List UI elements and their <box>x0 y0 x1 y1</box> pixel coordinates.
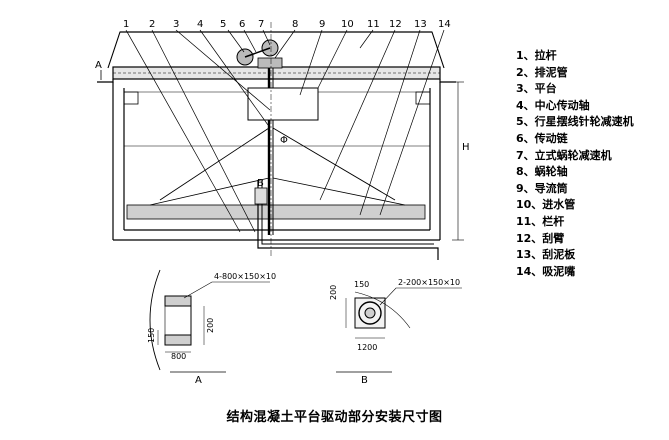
scraper-floor <box>126 204 426 220</box>
legend-item: 10、进水管 <box>516 198 576 212</box>
legend-item: 11、栏杆 <box>516 214 565 228</box>
detail-b-title: B <box>361 375 368 386</box>
callout-2: 2 <box>149 19 155 30</box>
legend-item: 3、平台 <box>516 82 557 96</box>
height-label: H <box>462 142 470 153</box>
legend-item: 13、刮泥板 <box>516 248 576 262</box>
detail-a-plate: 4-800×150×10 <box>214 272 276 281</box>
legend-item: 2、排泥管 <box>516 65 568 79</box>
callout-13: 13 <box>414 19 427 30</box>
callout-3: 3 <box>173 19 179 30</box>
legend-item: 9、导流筒 <box>516 181 568 195</box>
section-a-marker: A <box>95 60 102 71</box>
legend-item: 1、拉杆 <box>516 49 557 62</box>
legend-item: 4、中心传动轴 <box>516 98 590 112</box>
detail-a <box>149 269 270 373</box>
guide-cylinder <box>247 87 319 121</box>
detail-b-dim-1200: 1200 <box>357 343 377 352</box>
detail-b-dim-150: 150 <box>354 280 369 289</box>
legend-item: 8、蜗轮轴 <box>516 165 568 179</box>
legend-item: 7、立式蜗轮减速机 <box>516 148 612 162</box>
callout-leaders <box>125 29 445 233</box>
detail-b-dim-200: 200 <box>329 285 338 300</box>
callout-6: 6 <box>239 19 245 30</box>
detail-a-dim-800: 800 <box>171 352 186 361</box>
drain-pipe <box>257 180 439 260</box>
callout-4: 4 <box>197 19 203 30</box>
legend-item: 12、刮臂 <box>516 231 565 245</box>
detail-a-dim-200: 200 <box>206 318 215 333</box>
diameter-label: Φ <box>280 135 288 146</box>
callout-1: 1 <box>123 19 129 30</box>
callout-7: 7 <box>258 19 264 30</box>
callout-10: 10 <box>341 19 354 30</box>
legend-item: 14、吸泥嘴 <box>516 264 576 278</box>
callout-14: 14 <box>438 19 451 30</box>
parts-legend: 1、拉杆 2、排泥管 3、平台 4、中心传动轴 5、行星摆线针轮减速机 6、传动… <box>516 48 634 280</box>
callout-12: 12 <box>389 19 402 30</box>
drawing-caption: 结构混凝土平台驱动部分安装尺寸图 <box>226 410 443 425</box>
tank-structure <box>97 22 464 260</box>
legend-item: 6、传动链 <box>516 131 568 145</box>
legend-item: 5、行星摆线针轮减速机 <box>516 115 634 129</box>
detail-a-title: A <box>195 375 202 386</box>
detail-b <box>336 287 462 373</box>
callout-8: 8 <box>292 19 298 30</box>
callout-11: 11 <box>367 19 380 30</box>
section-b-marker: B <box>257 178 264 189</box>
detail-a-dim-150: 150 <box>147 328 156 343</box>
callout-9: 9 <box>319 19 325 30</box>
detail-b-plate: 2-200×150×10 <box>398 278 460 287</box>
callout-numbers: 1 2 3 4 5 6 7 8 9 10 11 12 13 14 <box>123 19 451 30</box>
callout-5: 5 <box>220 19 226 30</box>
